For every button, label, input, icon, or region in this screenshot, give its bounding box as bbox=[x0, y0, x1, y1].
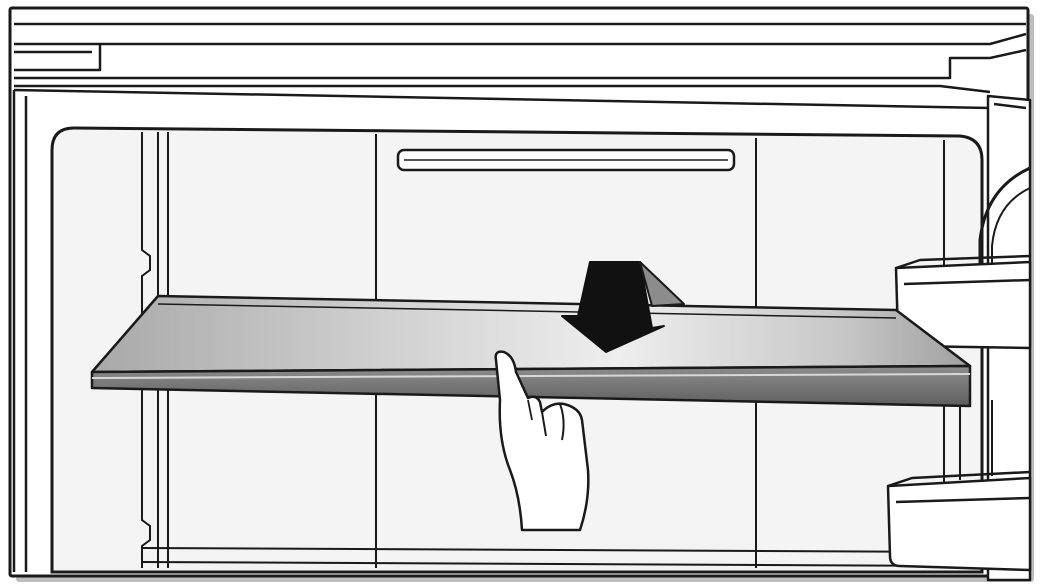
glass-shelf bbox=[92, 296, 970, 406]
vent-slot bbox=[398, 150, 734, 170]
